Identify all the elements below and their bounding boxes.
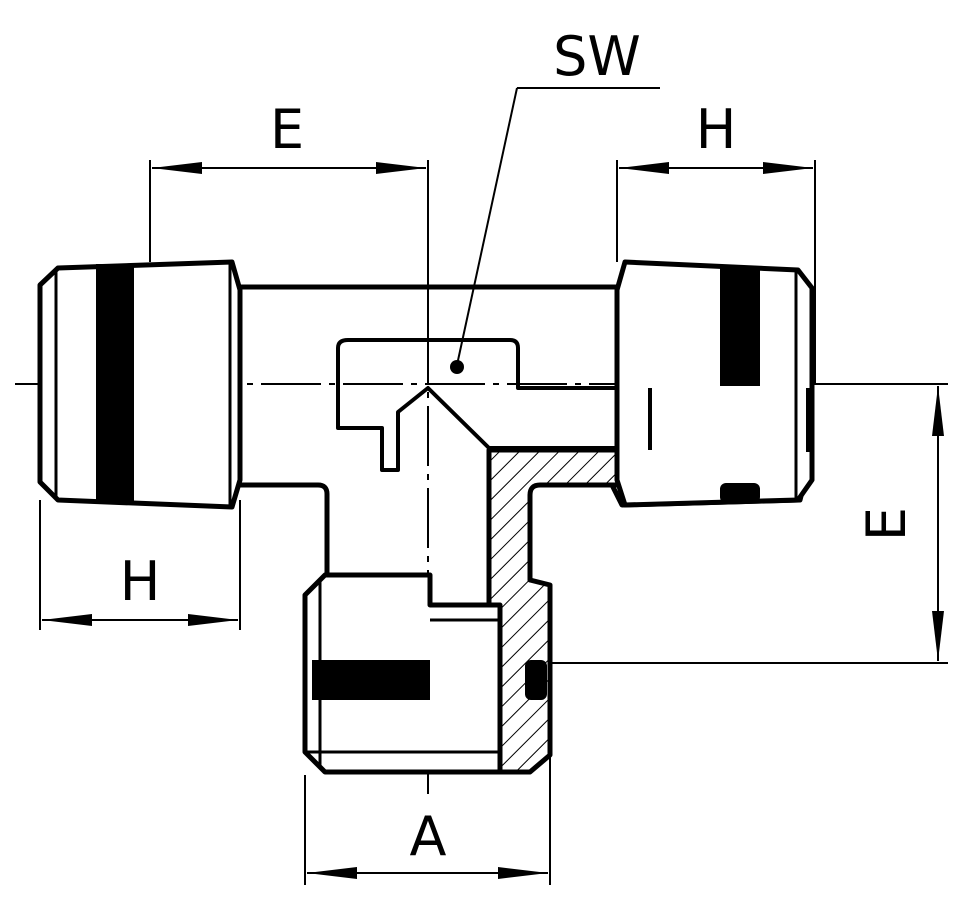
sw-leader — [450, 87, 660, 374]
right-oring-upper — [720, 266, 760, 386]
label-h-top-right: H — [696, 98, 737, 161]
label-sw: SW — [553, 25, 641, 88]
left-nut — [37, 259, 243, 510]
bottom-nut — [302, 572, 547, 775]
sw-leader-dot — [450, 360, 464, 374]
right-oring-lower — [720, 483, 760, 503]
left-oring — [96, 264, 134, 504]
label-h-left: H — [120, 550, 161, 613]
label-a-bottom: A — [410, 805, 447, 868]
bottom-oring-left — [312, 660, 430, 700]
label-e-top: E — [270, 98, 304, 161]
bottom-oring-right — [525, 660, 547, 700]
label-e-right: E — [855, 507, 918, 541]
right-nut — [614, 259, 815, 508]
sw-flat-outline — [336, 338, 647, 472]
dimensions — [39, 160, 948, 885]
